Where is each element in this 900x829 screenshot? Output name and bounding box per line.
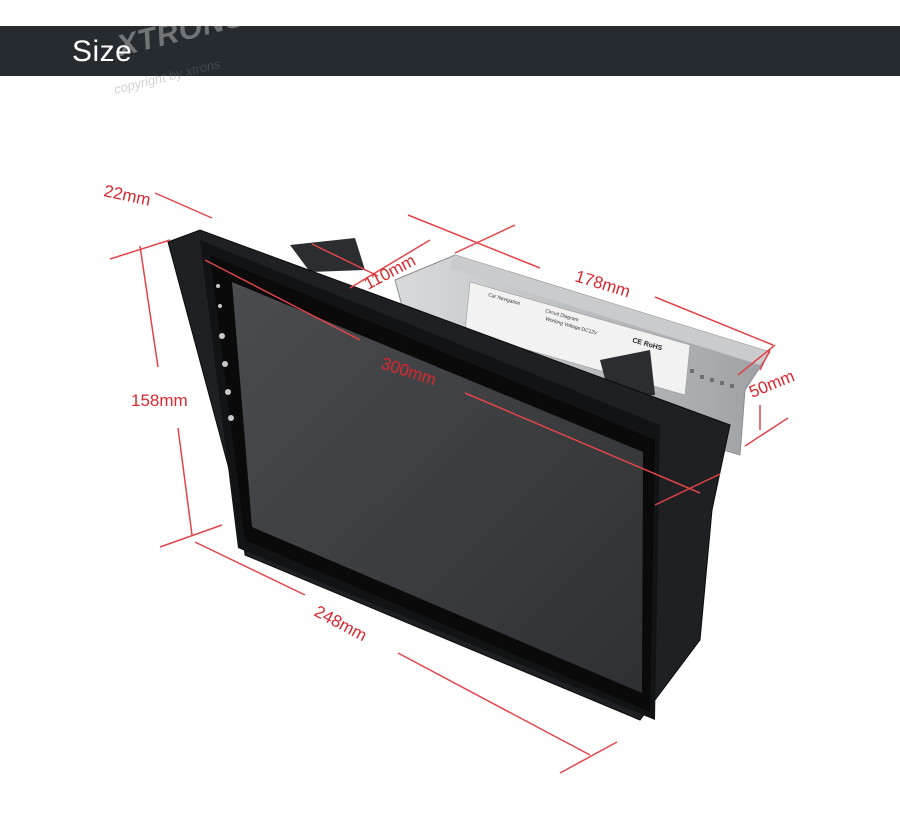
dim-top-depth: 22mm <box>102 181 152 209</box>
dim-height: 158mm <box>131 391 188 410</box>
left-bracket <box>290 238 365 272</box>
power-icon <box>219 333 225 339</box>
volume-up-icon <box>225 389 231 395</box>
side-buttons <box>216 284 234 421</box>
page-title: Size <box>72 35 133 68</box>
volume-down-icon <box>228 415 234 421</box>
reset-icon <box>218 304 222 308</box>
mic-icon <box>216 284 220 288</box>
back-icon <box>222 361 228 367</box>
dimension-lines <box>109 192 789 774</box>
dim-width: 248mm <box>311 602 370 645</box>
header-bar: Size XTRONS <box>0 0 900 76</box>
display-screen <box>232 282 643 693</box>
